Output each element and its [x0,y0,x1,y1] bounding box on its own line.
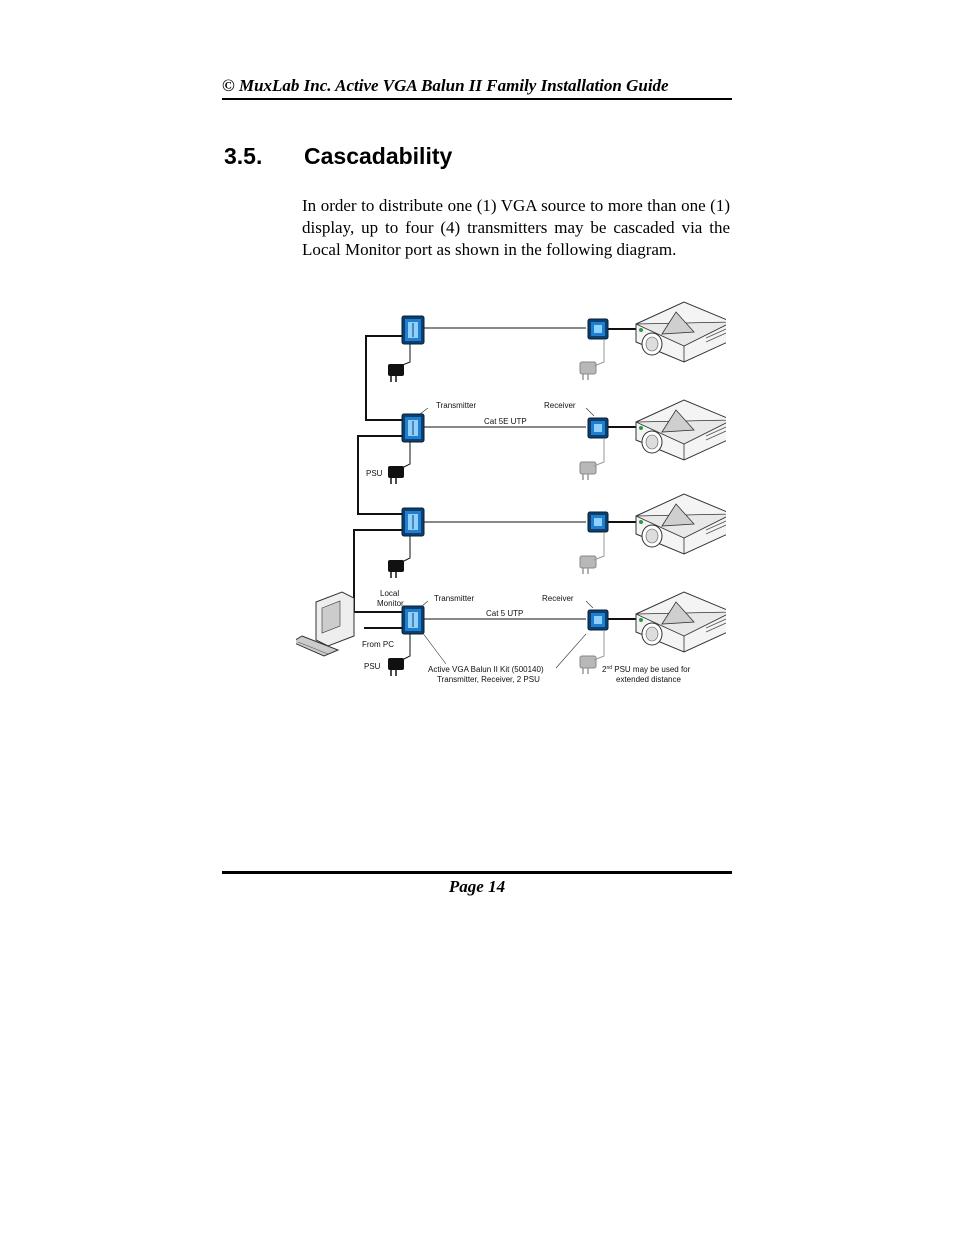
header-rule [222,98,732,100]
psu-gray-icon [579,555,597,575]
cascade-row-4: Transmitter Receiver Cat 5 UTP Local Mon… [362,589,726,684]
footer-rule [222,871,732,874]
cascade-row-3 [387,493,726,579]
body-paragraph: In order to distribute one (1) VGA sourc… [302,196,730,259]
transmitter-device [401,413,425,443]
transmitter-label: Transmitter [436,401,476,410]
projector-icon [635,301,726,363]
computer-icon [296,591,355,657]
projector-icon [635,493,726,555]
from-pc-label: From PC [362,640,394,649]
receiver-device [587,511,609,533]
receiver-device [587,417,609,439]
transmitter-label: Transmitter [434,594,474,603]
transmitter-device [401,315,425,345]
cable-label: Cat 5E UTP [484,417,527,426]
psu-icon [387,363,405,383]
transmitter-device [401,605,425,635]
psu-icon [387,465,405,485]
receiver-label: Receiver [542,594,574,603]
psu-gray-icon [579,655,597,675]
second-psu-label: 2nd PSU may be used for [602,665,691,674]
cascade-row-2: Transmitter Receiver Cat 5E UTP PSU [366,399,726,485]
local-monitor-label: Local [380,589,399,598]
projector-icon [635,591,726,653]
page-number: Page 14 [448,877,506,896]
psu-gray-icon [579,461,597,481]
transmitter-device [401,507,425,537]
receiver-label: Receiver [544,401,576,410]
local-monitor-label: Monitor [377,599,404,608]
cascade-diagram: Transmitter Receiver Cat 5E UTP PSU [296,301,726,684]
kit-label: Active VGA Balun II Kit (500140) [428,665,544,674]
psu-label: PSU [366,469,383,478]
running-header: © MuxLab Inc. Active VGA Balun II Family… [222,76,669,95]
projector-icon [635,399,726,461]
psu-icon [387,559,405,579]
second-psu-label: extended distance [616,675,681,684]
receiver-device [587,609,609,631]
section-heading: 3.5. Cascadability [224,143,452,170]
psu-gray-icon [579,361,597,381]
cable-label: Cat 5 UTP [486,609,523,618]
cascade-row-1 [387,301,726,383]
section-number: 3.5. [224,143,263,169]
kit-label: Transmitter, Receiver, 2 PSU [437,675,540,684]
psu-label: PSU [364,662,381,671]
section-title: Cascadability [304,143,453,169]
receiver-device [587,318,609,340]
psu-icon [387,657,405,677]
